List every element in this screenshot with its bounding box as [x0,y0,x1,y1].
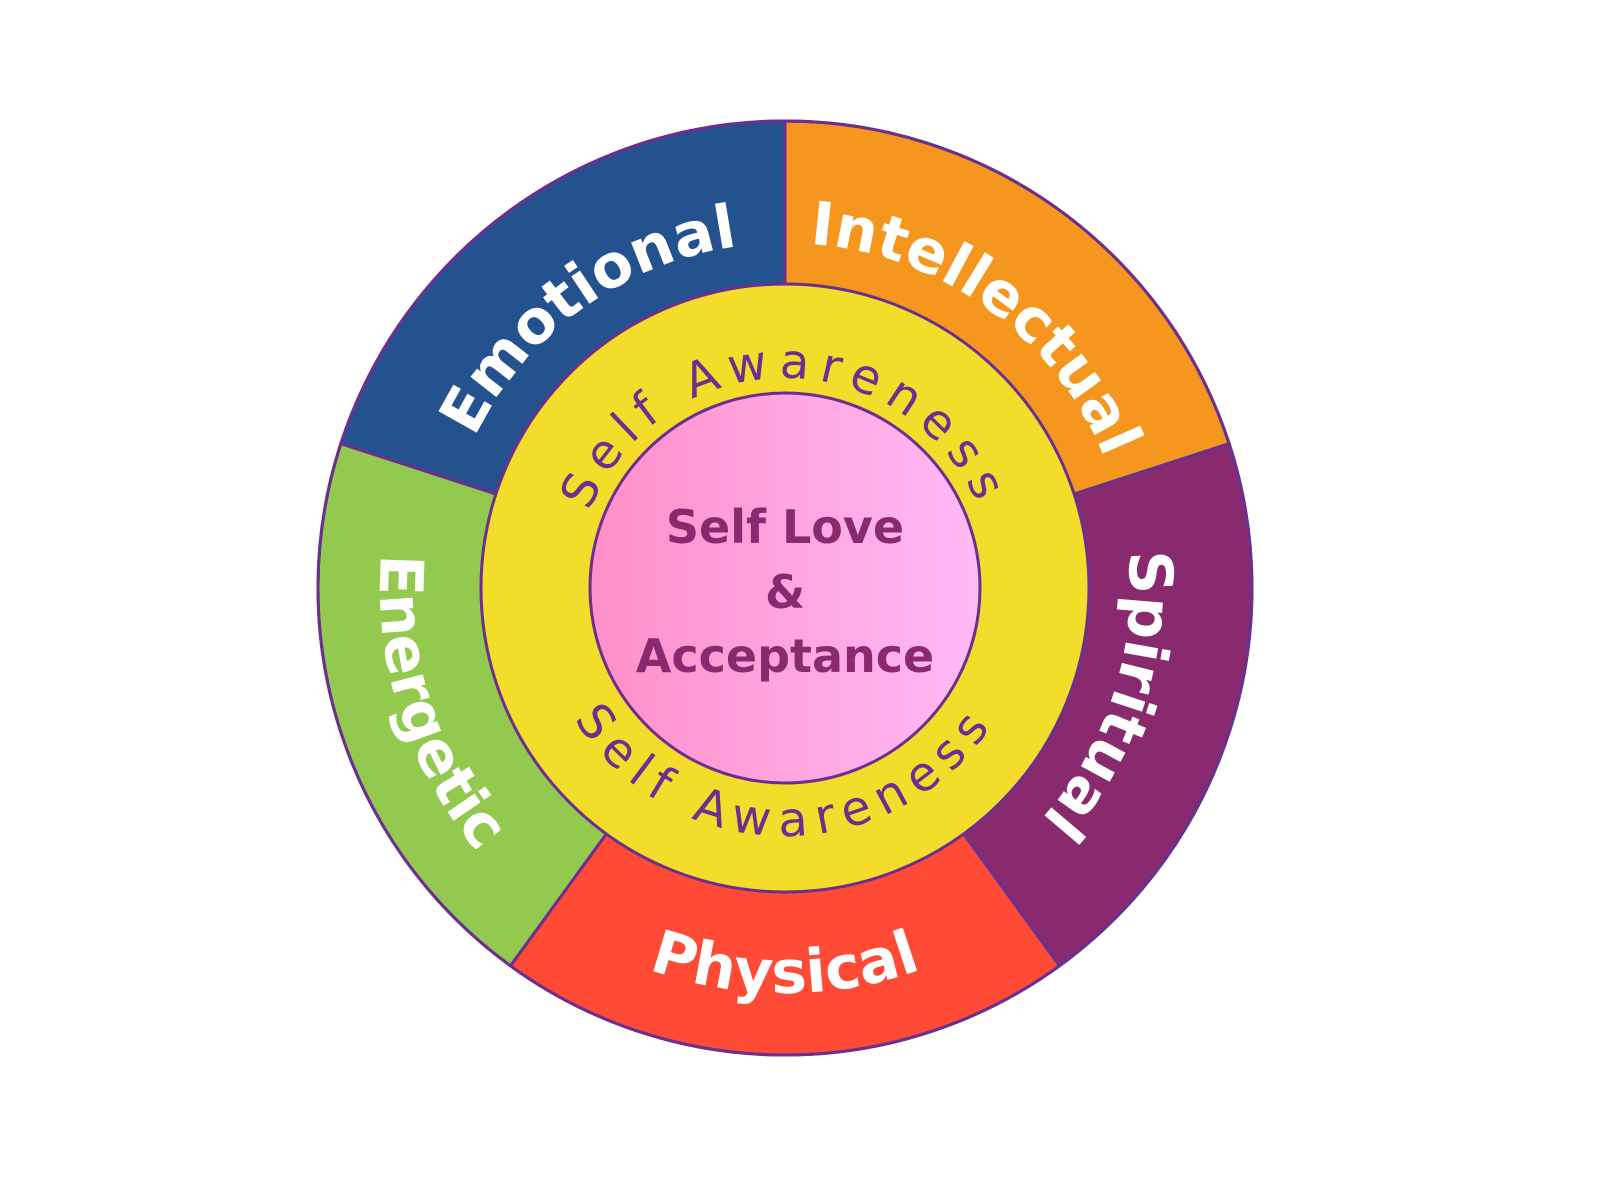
center-line-3: Acceptance [636,629,935,683]
center-line-2: & [765,565,805,619]
center-line-1: Self Love [666,500,904,554]
self-love-core [588,391,982,785]
outer-border [316,119,1254,1057]
